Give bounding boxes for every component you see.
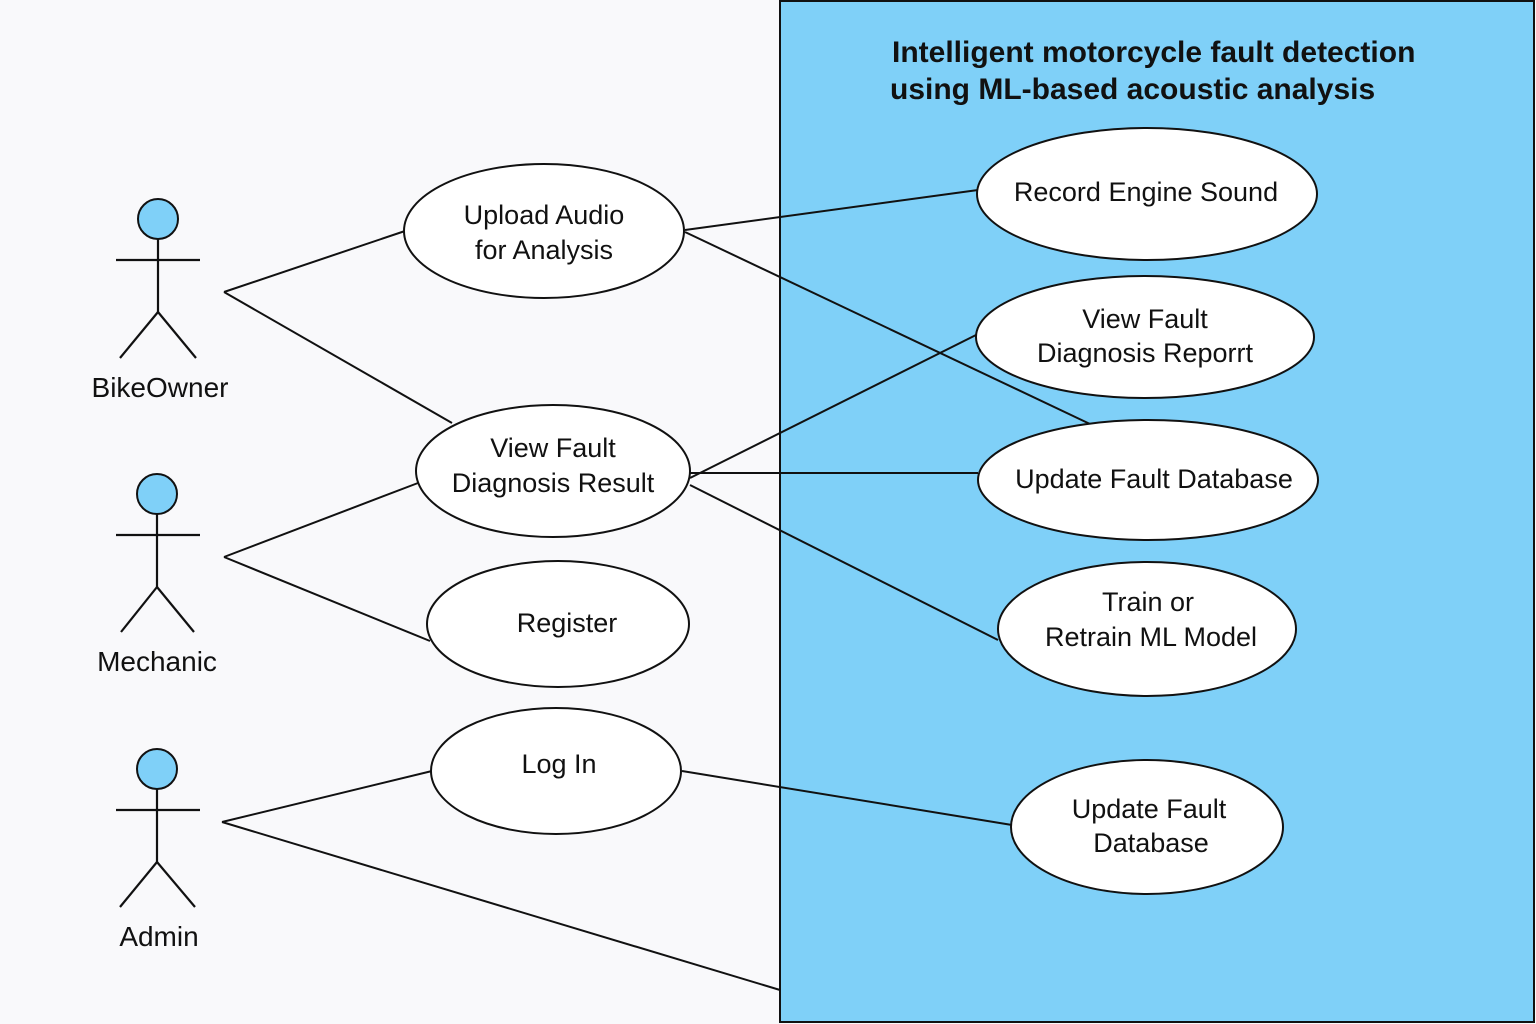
actor-left-leg [119,311,159,359]
use-case-view-report: View Fault Diagnosis Reporrt [975,275,1315,399]
actor-label-bikeowner: BikeOwner [92,372,229,403]
actor-mechanic: Mechanic [97,473,217,677]
assoc-result-view-report [689,334,977,479]
assoc-admin-login [221,770,433,823]
use-case-record-engine-sound: Record Engine Sound [976,127,1318,261]
actor-left-leg [119,861,158,908]
use-case-label-line-1: Train or [1102,587,1194,617]
use-case-ellipse [1010,759,1284,895]
assoc-mechanic-view-result [223,482,419,558]
use-case-register: Register [426,560,690,688]
assoc-result-train-model [689,484,999,641]
use-case-ellipse [426,560,690,688]
actor-right-leg [156,861,196,908]
use-case-update-fault-database-lower: Update Fault Database [1010,759,1284,895]
use-case-ellipse [977,419,1319,541]
system-title-line-1: Intelligent motorcycle fault detection [892,36,1415,69]
actor-right-leg [157,311,197,359]
actor-right-leg [156,586,195,633]
actor-bikeowner: BikeOwner [92,198,229,403]
use-case-view-result: View Fault Diagnosis Result [415,404,691,538]
use-case-label-line-1: View Fault [1082,304,1208,334]
assoc-upload-update-db [684,231,1091,425]
use-case-ellipse [976,127,1318,261]
use-case-update-fault-database: Update Fault Database [977,419,1319,541]
use-case-label-line-1: Update Fault [1072,794,1227,824]
use-case-label-line-2: for Analysis [475,235,613,265]
use-case-label-line-1: Upload Audio [464,200,625,230]
actor-label-admin: Admin [119,921,198,952]
use-case-label-line-2: Diagnosis Reporrt [1037,338,1254,368]
actor-admin: Admin [116,748,200,952]
use-case-log-in: Log In [430,707,682,835]
use-case-label-line-2: Database [1093,828,1209,858]
use-case-label-line-2: Diagnosis Result [452,468,655,498]
assoc-admin-system [221,821,781,991]
assoc-mechanic-register [223,556,431,642]
use-case-ellipse [415,404,691,538]
actor-head [137,198,179,240]
use-case-train-model: Train or Retrain ML Model [997,561,1297,697]
use-case-ellipse [430,707,682,835]
actor-label-mechanic: Mechanic [97,646,217,677]
actor-left-leg [120,586,158,633]
system-title-line-2: using ML-based acoustic analysis [890,73,1375,106]
use-case-label: Record Engine Sound [1014,177,1278,207]
use-case-label-line-1: View Fault [490,433,616,463]
assoc-bikeowner-upload-audio [223,230,406,293]
assoc-upload-record-sound [684,189,979,231]
assoc-bikeowner-view-result [223,291,453,424]
assoc-login-update-db [681,770,1013,826]
association-lines [221,189,1091,991]
use-case-label: Update Fault Database [1015,464,1293,494]
use-case-upload-audio: Upload Audio for Analysis [403,163,685,299]
use-case-ellipse [975,275,1315,399]
use-case-ellipse [403,163,685,299]
actor-head [136,473,178,515]
use-case-label-line-2: Retrain ML Model [1045,622,1257,652]
actor-head [136,748,178,790]
use-case-ellipse [997,561,1297,697]
use-case-label: Register [517,608,618,638]
use-case-label: Log In [521,749,596,779]
